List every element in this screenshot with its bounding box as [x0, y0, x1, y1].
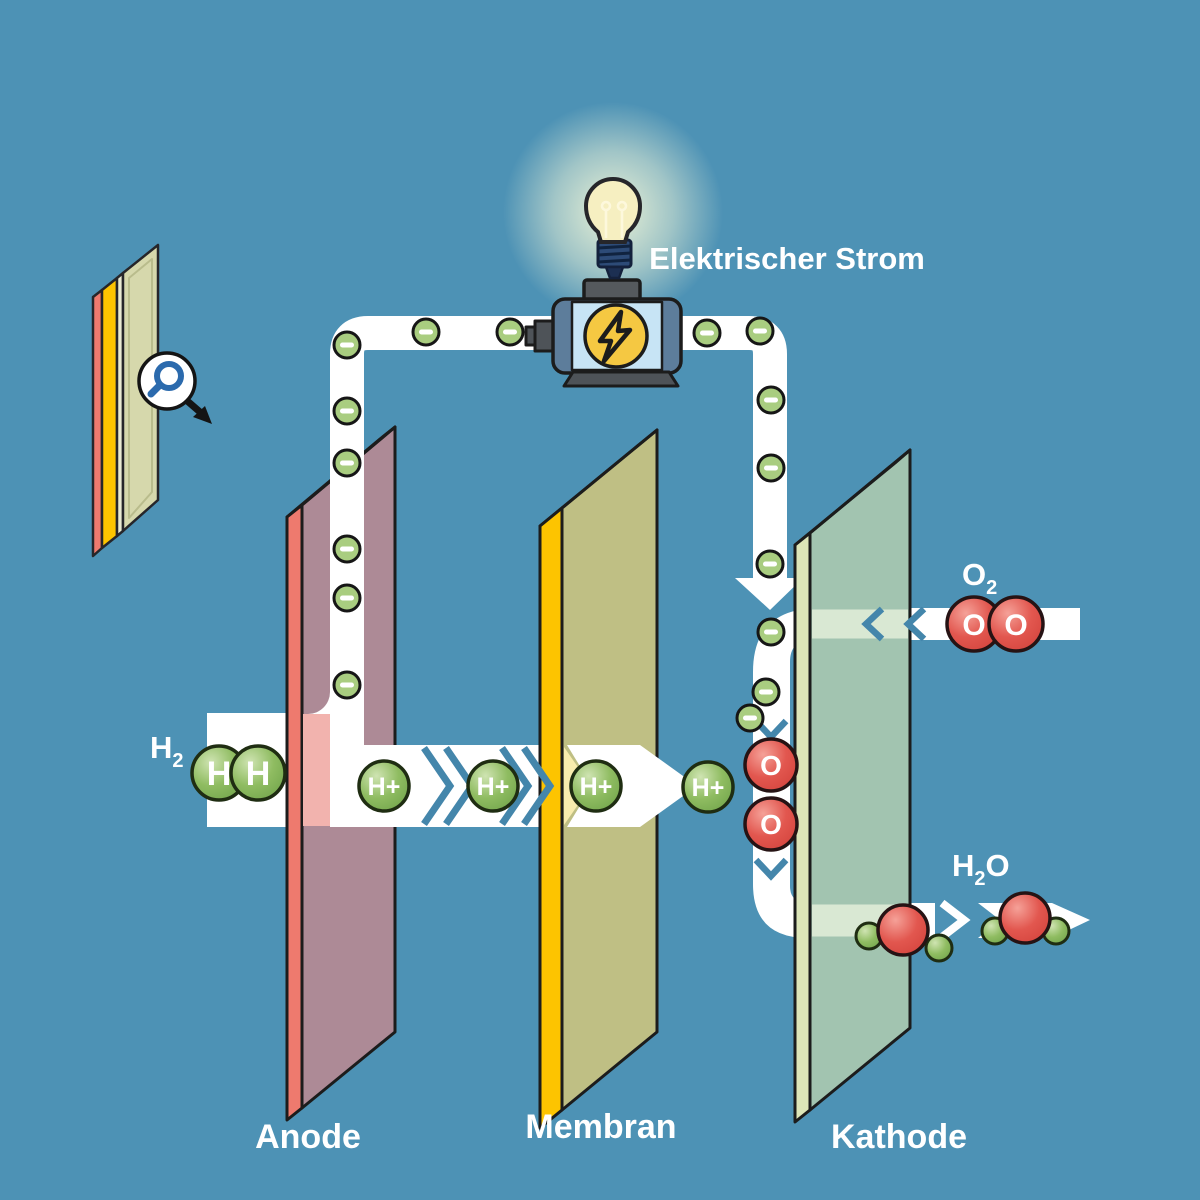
- proton-label: H+: [368, 773, 401, 801]
- o2-band-behind-cathode-tint: [812, 609, 908, 639]
- electron-icon: [755, 549, 785, 579]
- cathode-label: Kathode: [831, 1118, 967, 1156]
- bulb-tip: [604, 265, 625, 280]
- electron-icon: [735, 703, 765, 733]
- electron-icon: [411, 317, 441, 347]
- electron-icon: [692, 318, 722, 348]
- mini-anode-layer: [91, 288, 104, 558]
- anode-label: Anode: [255, 1118, 361, 1156]
- electron-icon: [751, 677, 781, 707]
- anode-left-edge: [285, 503, 304, 1122]
- hydrogen-atom: [924, 933, 954, 963]
- electron-icon: [756, 453, 786, 483]
- oxygen-atom-label: O: [962, 609, 985, 642]
- proton-label: H+: [692, 774, 725, 802]
- proton-ion: [357, 759, 411, 813]
- oxygen-atom: [987, 595, 1045, 653]
- bulb-filament: [600, 200, 628, 238]
- h2-band-behind-anode-tint: [303, 714, 330, 826]
- oxygen-atom: [998, 891, 1052, 945]
- oxygen-atom-label: O: [760, 750, 782, 781]
- electron-icon: [495, 317, 525, 347]
- proton-ion: [466, 759, 520, 813]
- oxygen-column-atoms: O O: [743, 737, 799, 852]
- water-molecule: [980, 891, 1071, 946]
- electron-icon: [332, 583, 362, 613]
- electron-icon: [332, 330, 362, 360]
- h2-molecule: H H: [190, 744, 287, 802]
- h2o-o: O: [986, 848, 1010, 883]
- electron-icon: [332, 396, 362, 426]
- zoom-callout: [137, 351, 212, 424]
- mini-face-inner-line: [128, 258, 153, 519]
- proton-ion: [681, 760, 735, 814]
- proton-ions: H+ H+ H+ H+: [357, 759, 735, 814]
- proton-label: H+: [580, 773, 613, 801]
- o2-symbol: O: [962, 557, 986, 592]
- h2-symbol: H: [150, 730, 172, 765]
- bulb-base-ridge: [597, 251, 632, 257]
- h2-subscript: 2: [172, 750, 183, 772]
- motor-base: [562, 370, 680, 388]
- mini-membrane-layer: [100, 276, 119, 550]
- electron-icon: [332, 534, 362, 564]
- hydrogen-atom-label: H: [246, 755, 271, 793]
- h2o-subscript: 2: [974, 868, 985, 890]
- electron-icon: [332, 670, 362, 700]
- title-electric-current: Elektrischer Strom: [649, 241, 925, 276]
- electron-icon: [756, 385, 786, 415]
- cathode-left-edge: [793, 531, 812, 1124]
- membrane-label: Membran: [525, 1108, 676, 1146]
- h2-formula: H2: [150, 730, 184, 772]
- h2o-h: H: [952, 848, 974, 883]
- bulb-base-ridge: [597, 258, 632, 264]
- oxygen-atom-label: O: [760, 809, 782, 840]
- hydrogen-atom-label: H: [207, 755, 232, 793]
- hydrogen-atom: [229, 744, 287, 802]
- wire-arrowhead: [735, 578, 803, 610]
- electron-icon: [756, 617, 786, 647]
- oxygen-water-flow-band: [753, 608, 1080, 938]
- cathode-panel: [793, 448, 912, 1124]
- o2-subscript: 2: [986, 577, 997, 599]
- oxygen-atom: [743, 737, 799, 793]
- water-molecule: [854, 903, 954, 963]
- bulb-base-ridge: [597, 244, 632, 250]
- o2-molecule: O O: [945, 595, 1045, 653]
- oxygen-atom: [876, 903, 930, 957]
- light-bulb-icon: [583, 177, 643, 280]
- motor-shaft-tip: [524, 325, 537, 347]
- o2-formula: O2: [962, 557, 997, 599]
- lightning-bolt-icon: [597, 309, 633, 364]
- electron-icon: [332, 448, 362, 478]
- magnifier-icon: [147, 361, 184, 398]
- proton-ion: [569, 759, 623, 813]
- cathode-face: [808, 448, 912, 1112]
- oxygen-atom: [743, 796, 799, 852]
- zoom-arrow-icon: [193, 406, 212, 424]
- electron-icon: [745, 316, 775, 346]
- h2o-formula: H2O: [952, 848, 1010, 890]
- membrane-left-edge: [538, 506, 564, 1130]
- wire-band-fillet: [308, 692, 330, 714]
- bulb-glass: [583, 177, 643, 244]
- proton-label: H+: [477, 773, 510, 801]
- electric-motor-icon: [524, 278, 683, 388]
- oxygen-atom-label: O: [1004, 609, 1027, 642]
